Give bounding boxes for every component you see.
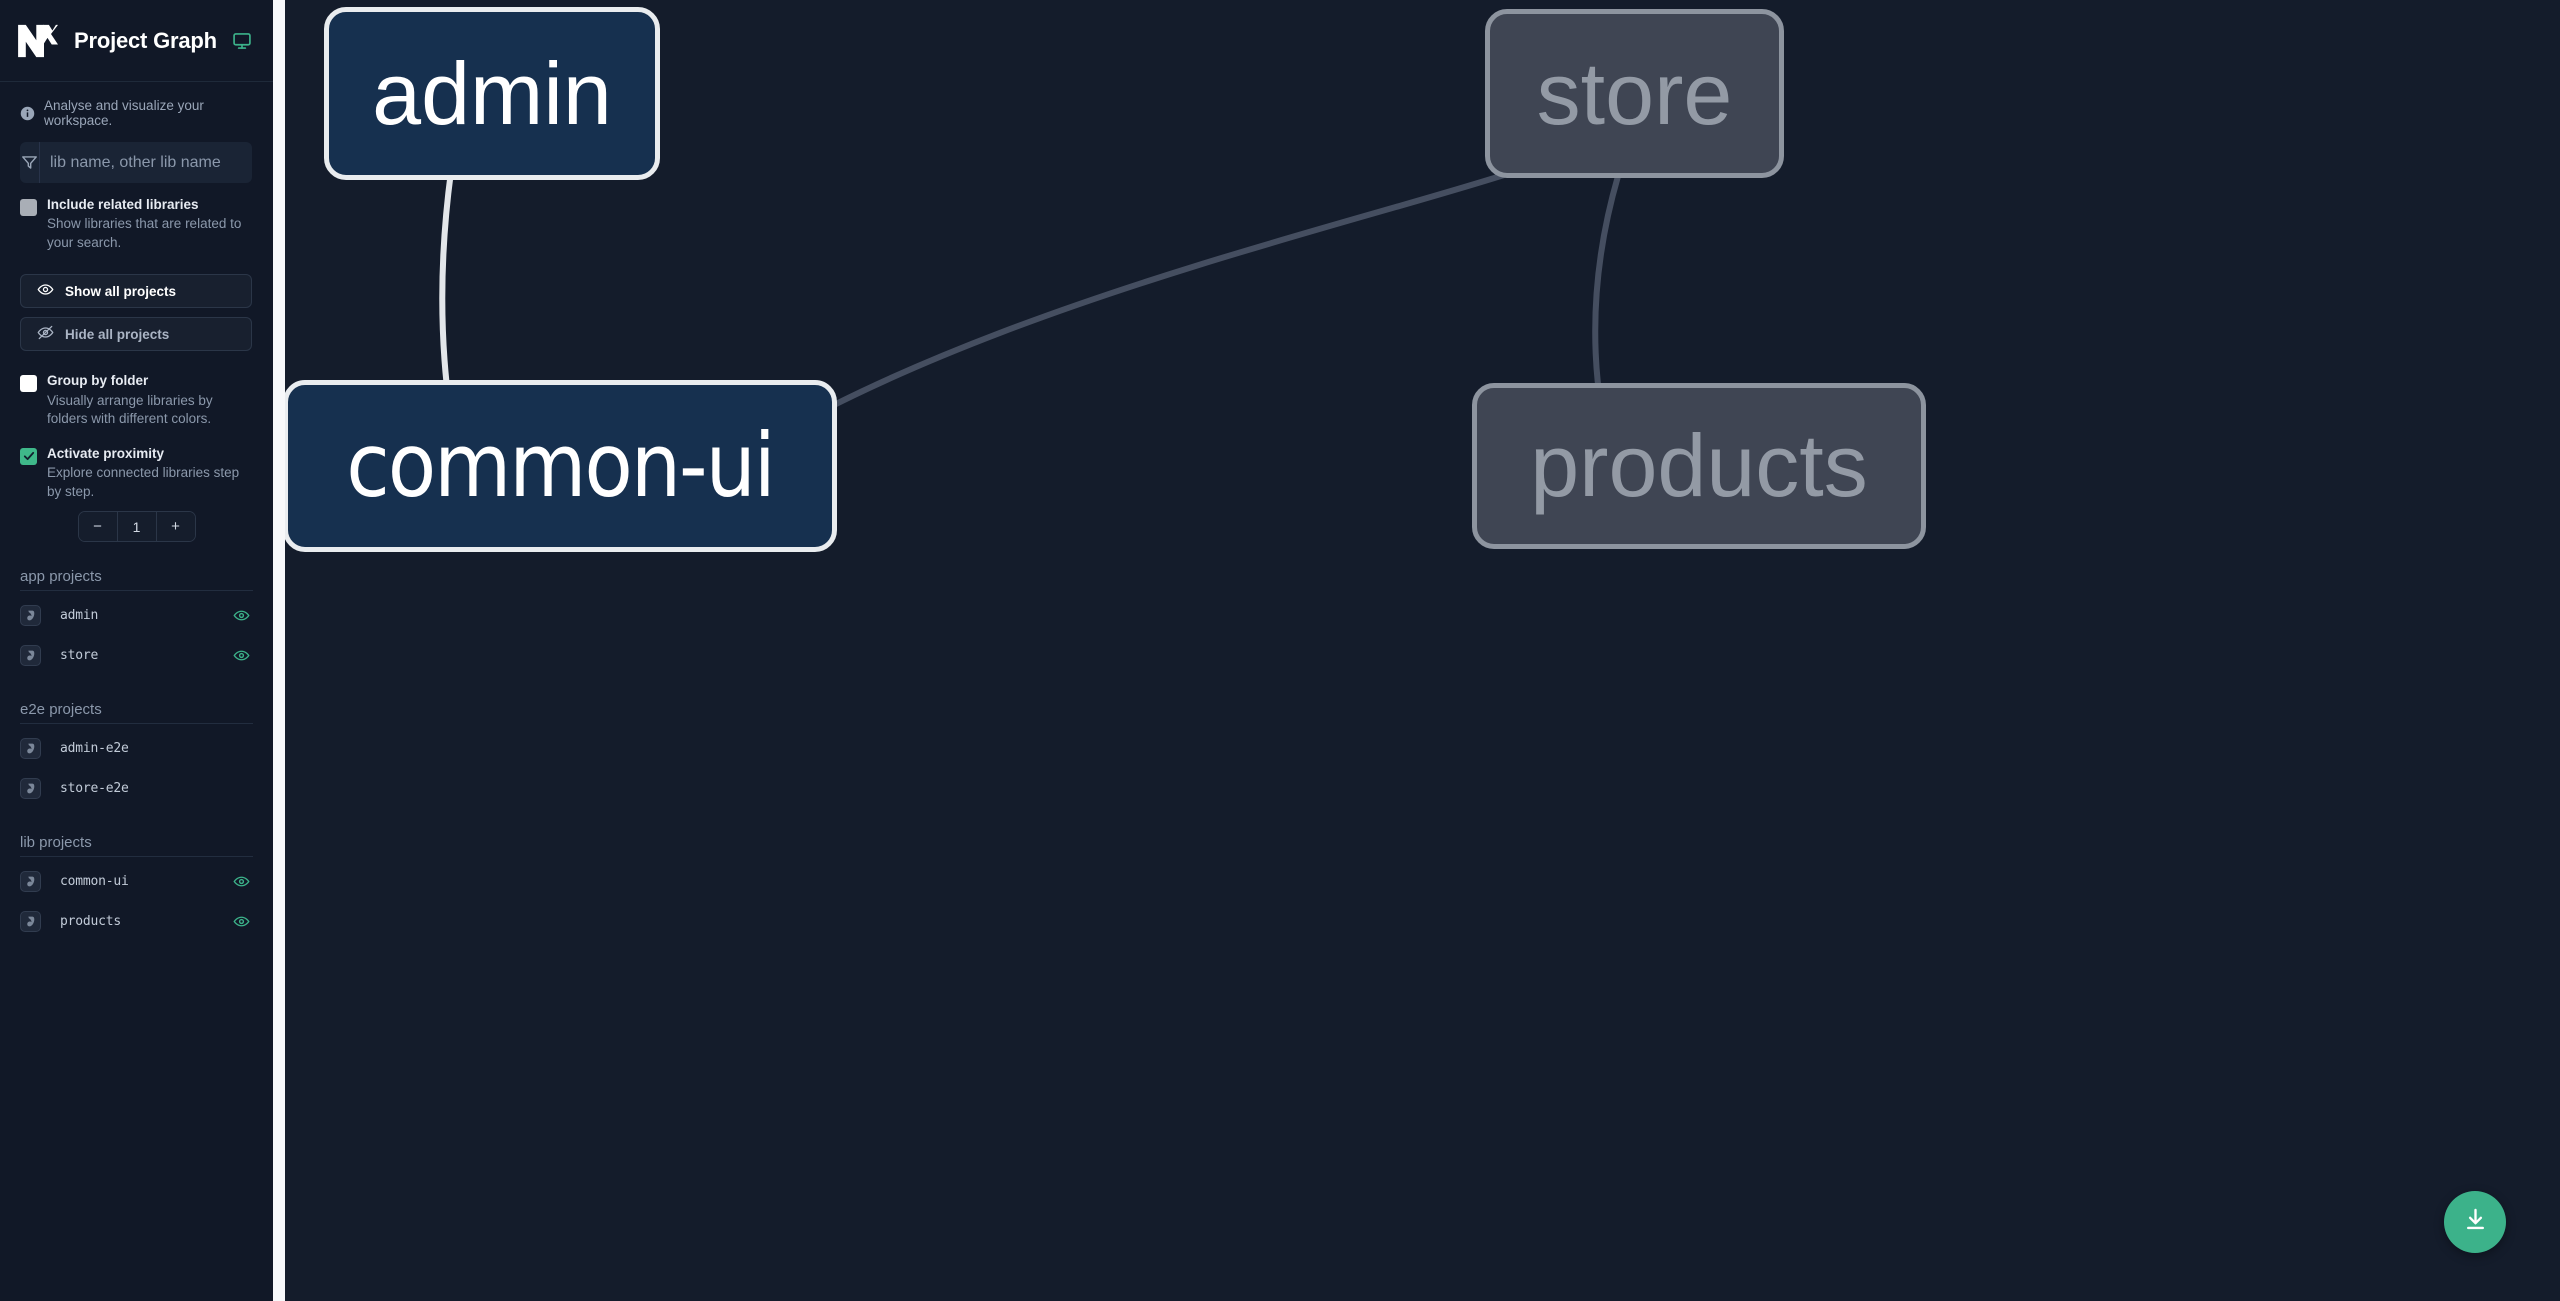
graph-node-store[interactable]: store xyxy=(1485,9,1784,178)
project-type-icon xyxy=(20,870,41,892)
page-title: Project Graph xyxy=(74,27,217,53)
project-type-icon xyxy=(20,910,41,932)
monitor-icon[interactable] xyxy=(232,31,252,51)
sidebar: Project Graph Analyse and visualize your… xyxy=(0,0,273,1301)
option-label: Group by folder xyxy=(47,373,149,389)
project-type-icon xyxy=(20,644,41,666)
project-row-store-e2e[interactable]: store-e2e xyxy=(20,768,253,808)
option-activate-proximity[interactable]: Activate proximity Explore connected lib… xyxy=(20,445,253,501)
search-box[interactable] xyxy=(20,142,252,183)
graph-node-label: products xyxy=(1530,416,1868,515)
proximity-value: 1 xyxy=(116,512,157,542)
toggle-visibility-icon[interactable] xyxy=(233,873,250,890)
hide-all-projects-button[interactable]: Hide all projects xyxy=(20,317,252,352)
toggle-visibility-icon[interactable] xyxy=(233,607,250,624)
graph-node-common-ui[interactable]: common-ui xyxy=(283,380,837,552)
checkbox-include-related-libraries[interactable] xyxy=(20,199,37,216)
proximity-increment-button[interactable]: + xyxy=(156,512,195,542)
graph-node-label: store xyxy=(1536,43,1733,143)
show-all-projects-button[interactable]: Show all projects xyxy=(20,274,252,309)
project-name: store xyxy=(60,647,99,663)
project-group-lib: lib projects common-ui products xyxy=(0,834,273,941)
graph-node-label: admin xyxy=(372,43,612,143)
toggle-visibility-icon[interactable] xyxy=(233,913,250,930)
project-group-e2e: e2e projects admin-e2e store-e2e xyxy=(0,701,273,808)
proximity-stepper[interactable]: − 1 + xyxy=(77,511,196,543)
option-description: Show libraries that are related to your … xyxy=(47,216,242,250)
project-name: products xyxy=(60,913,122,929)
graph-node-admin[interactable]: admin xyxy=(324,7,660,180)
filter-funnel-icon xyxy=(20,142,40,183)
info-circle-icon xyxy=(20,106,35,121)
project-row-products[interactable]: products xyxy=(20,901,253,941)
project-group-heading: app projects xyxy=(20,568,253,592)
download-icon xyxy=(2462,1206,2489,1238)
project-group-heading: e2e projects xyxy=(20,701,253,725)
option-label: Activate proximity xyxy=(47,445,165,461)
project-group-heading: lib projects xyxy=(20,834,253,858)
option-label: Include related libraries xyxy=(47,197,199,212)
option-include-related-libraries[interactable]: Include related libraries Show libraries… xyxy=(20,196,253,252)
project-row-admin-e2e[interactable]: admin-e2e xyxy=(20,728,253,768)
download-image-button[interactable] xyxy=(2444,1191,2506,1253)
project-row-common-ui[interactable]: common-ui xyxy=(20,861,253,901)
graph-node-products[interactable]: products xyxy=(1472,383,1926,549)
project-row-store[interactable]: store xyxy=(20,635,253,675)
project-name: store-e2e xyxy=(60,780,129,796)
graph-canvas[interactable]: admin store common-ui products xyxy=(273,0,2560,1301)
sidebar-header: Project Graph xyxy=(0,0,273,82)
project-name: admin xyxy=(60,607,99,623)
project-row-admin[interactable]: admin xyxy=(20,595,253,635)
show-all-projects-label: Show all projects xyxy=(65,283,177,299)
option-group-by-folder[interactable]: Group by folder Visually arrange librari… xyxy=(20,372,253,428)
graph-node-label: common-ui xyxy=(346,414,776,517)
option-description: Visually arrange libraries by folders wi… xyxy=(47,392,213,427)
sidebar-resize-handle[interactable] xyxy=(273,0,285,1301)
tagline-text: Analyse and visualize your workspace. xyxy=(44,98,204,128)
eye-off-icon xyxy=(37,324,54,344)
project-name: admin-e2e xyxy=(60,740,129,756)
project-type-icon xyxy=(20,737,41,759)
project-type-icon xyxy=(20,777,41,799)
checkbox-group-by-folder[interactable] xyxy=(20,375,37,393)
hide-all-projects-label: Hide all projects xyxy=(65,326,170,342)
tagline: Analyse and visualize your workspace. xyxy=(0,82,273,142)
nx-logo-icon xyxy=(16,22,58,60)
graph-edges xyxy=(439,167,1644,530)
search-input[interactable] xyxy=(40,142,252,183)
toggle-visibility-icon[interactable] xyxy=(233,647,250,664)
project-name: common-ui xyxy=(60,873,129,889)
option-description: Explore connected libraries step by step… xyxy=(47,465,240,499)
sidebar-controls: Include related libraries Show libraries… xyxy=(0,142,273,543)
proximity-decrement-button[interactable]: − xyxy=(78,512,117,542)
checkbox-activate-proximity[interactable] xyxy=(20,447,37,465)
project-type-icon xyxy=(20,604,41,626)
project-group-app: app projects admin store xyxy=(0,568,273,675)
eye-icon xyxy=(37,281,54,301)
